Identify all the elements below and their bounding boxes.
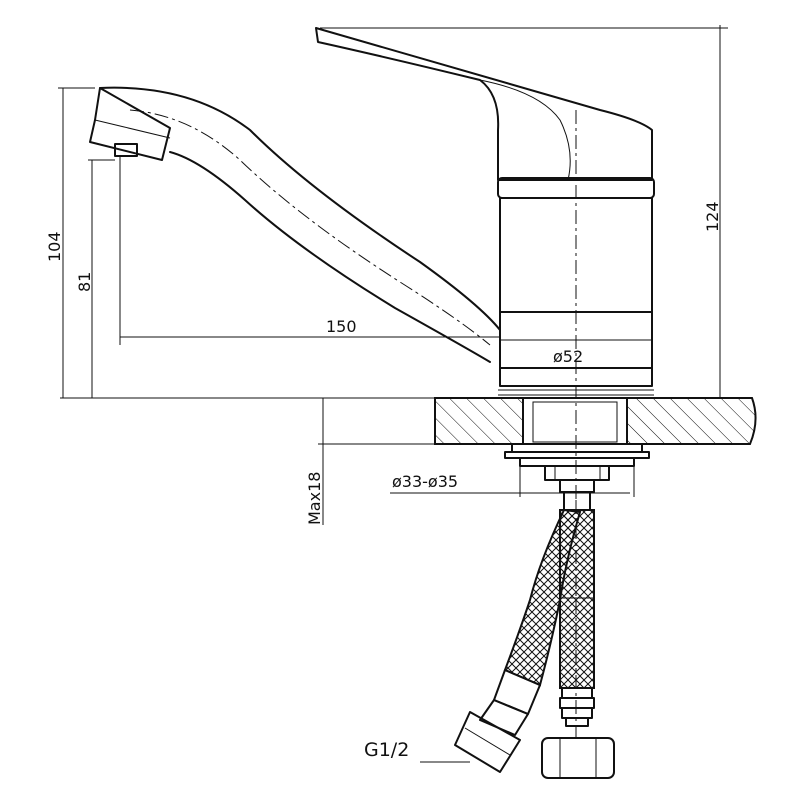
countertop-section <box>60 397 757 445</box>
flexible-hoses <box>454 491 615 779</box>
dimension-lines <box>58 25 728 763</box>
dim-104-label: 104 <box>45 231 64 262</box>
dim-150-label: 150 <box>326 317 357 336</box>
dim-max18-label: Max18 <box>305 472 324 525</box>
mounting-shank <box>504 397 650 493</box>
dim-52-label: ø52 <box>553 347 583 366</box>
spout <box>89 86 501 363</box>
dim-33-35-label: ø33-ø35 <box>392 472 458 491</box>
dim-g12-label: G1/2 <box>364 739 409 761</box>
lever-handle <box>315 27 653 181</box>
dim-81-label: 81 <box>75 272 94 292</box>
dim-124-label: 124 <box>703 201 722 232</box>
